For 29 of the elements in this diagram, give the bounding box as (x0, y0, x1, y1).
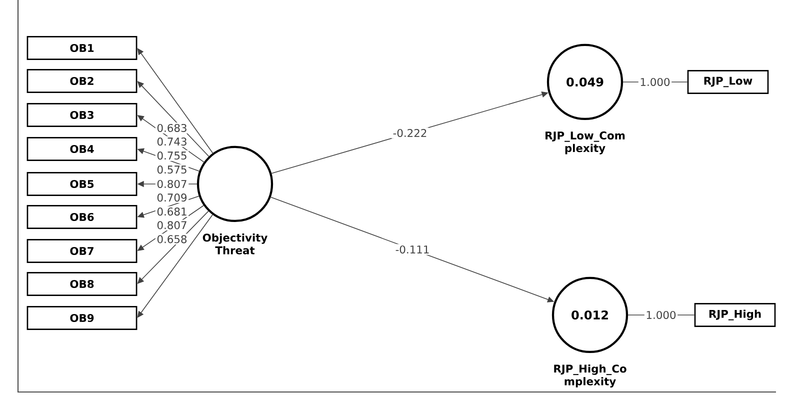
arrow (137, 48, 214, 154)
indicator-box: OB2 (26, 69, 138, 93)
edge-label: 0.658 (155, 234, 189, 245)
indicator-box: OB8 (26, 272, 138, 296)
arrow (137, 214, 213, 318)
edge-label: 0.709 (155, 192, 189, 203)
edge-label: 0.683 (155, 122, 189, 134)
indicator-box: OB6 (26, 204, 138, 229)
edge-label: 0.807 (155, 220, 189, 231)
edge-label: 0.575 (155, 164, 189, 175)
edge-label: 1.000 (638, 76, 672, 88)
indicator-box: OB1 (26, 36, 138, 60)
edge-label: 0.755 (155, 150, 189, 161)
construct-label: Objectivity Threat (202, 233, 268, 254)
construct-label: RJP_Low_Com plexity (546, 131, 625, 154)
edge-label: 0.743 (155, 136, 189, 147)
indicator-box: OB7 (26, 238, 138, 263)
edge-label: 0.807 (155, 178, 189, 190)
edge-label: -0.222 (391, 128, 429, 138)
indicator-box: OB5 (26, 172, 138, 196)
edge-label: -0.111 (394, 244, 432, 255)
indicator-box: OB4 (26, 136, 138, 161)
indicator-box: RJP_High (694, 302, 776, 327)
indicator-box: RJP_Low (687, 70, 769, 94)
indicator-box: OB3 (26, 103, 138, 127)
indicator-box: OB9 (26, 306, 138, 330)
construct-label: RJP_High_Co mplexity (554, 364, 626, 388)
edge-label: 0.681 (155, 206, 189, 217)
edge-label: 1.000 (644, 310, 678, 320)
